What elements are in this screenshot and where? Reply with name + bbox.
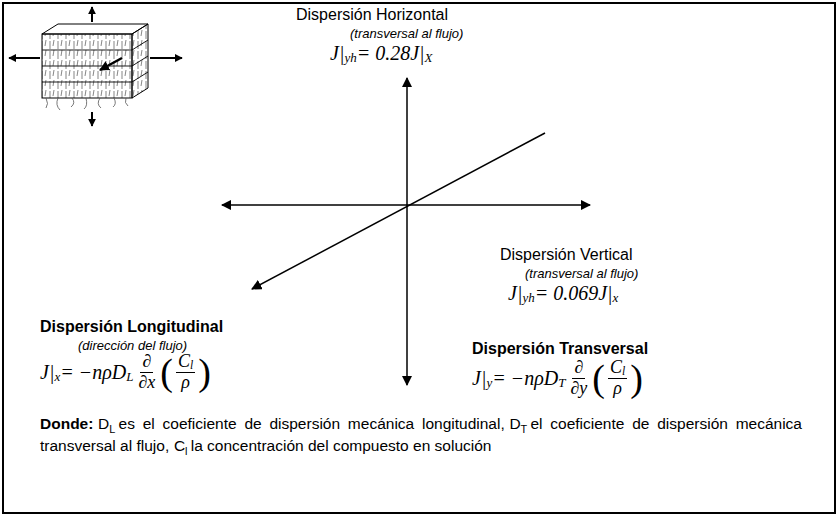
subscript: T xyxy=(558,375,565,391)
equation-term: C xyxy=(178,352,190,372)
subscript: l xyxy=(190,360,193,373)
axis-title-group: Dispersión Longitudinal xyxy=(40,318,223,336)
subscript: X xyxy=(425,50,433,66)
equation-term: = 0.069J| xyxy=(535,282,613,305)
subscript: x xyxy=(54,369,60,385)
subscript: T xyxy=(521,423,528,435)
fraction-numerator: Cl xyxy=(608,358,627,379)
fraction: Clρ xyxy=(176,352,195,393)
equation-term: ρ xyxy=(181,373,190,393)
equation-group: J|yh= 0.28J|X xyxy=(330,42,432,65)
subscript: l xyxy=(185,445,187,457)
axis-title-group: Dispersión Horizontal xyxy=(296,6,448,24)
axis-title: Dispersión Longitudinal xyxy=(40,318,223,335)
axis-subtitle-group: (transversal al flujo) xyxy=(525,266,638,281)
axis-title-group: Dispersión Transversal xyxy=(472,340,648,358)
equation-term: = 0.28J| xyxy=(357,42,425,65)
subscript: x xyxy=(613,290,619,306)
parenthesis: ) xyxy=(198,353,211,391)
note-text: D xyxy=(98,415,109,432)
fraction-denominator: ∂x xyxy=(136,373,157,393)
note-lead: Donde: xyxy=(40,415,93,432)
axis-title: Dispersión Vertical xyxy=(500,246,633,263)
equation-term: J| xyxy=(472,367,486,390)
note-text: la concentración del compuesto en soluci… xyxy=(191,437,492,454)
fraction-numerator: Cl xyxy=(176,352,195,373)
axis-title-group: Dispersión Vertical xyxy=(500,246,633,264)
fraction: ∂∂x xyxy=(136,352,157,393)
fraction-numerator: ∂ xyxy=(140,352,153,373)
equation-term: ∂y xyxy=(570,379,587,399)
note-text: C xyxy=(174,437,185,454)
fraction: ∂∂y xyxy=(568,358,589,399)
subscript: yh xyxy=(344,50,356,66)
equation-row: J|y= −nρDT∂∂y(Clρ) xyxy=(472,358,643,399)
equation-term: C xyxy=(610,358,622,378)
parenthesis: ( xyxy=(160,353,173,391)
equation-term: J| xyxy=(330,42,344,65)
fraction-denominator: ∂y xyxy=(568,379,589,399)
equation-term: ∂ xyxy=(574,358,583,378)
equation-term: ρ xyxy=(613,379,622,399)
note-text: es el coeficiente de dispersión mecánica… xyxy=(119,415,505,432)
equation-group: J|x= −nρDL∂∂x(Clρ) xyxy=(40,352,211,393)
equation-row: J|yh= 0.28J|X xyxy=(330,42,432,65)
axis-subtitle: (transversal al flujo) xyxy=(525,266,638,281)
subscript: L xyxy=(109,423,115,435)
equation-row: J|x= −nρDL∂∂x(Clρ) xyxy=(40,352,211,393)
fraction-numerator: ∂ xyxy=(572,358,585,379)
equation-term: = −nρD xyxy=(60,361,126,384)
equation-term: ∂ xyxy=(142,352,151,372)
note-paragraph: Donde:DLes el coeficiente de dispersión … xyxy=(40,414,802,458)
equation-group: J|y= −nρDT∂∂y(Clρ) xyxy=(472,358,643,399)
fraction-denominator: ρ xyxy=(179,373,192,393)
soil-block-illustration xyxy=(9,7,182,126)
axes xyxy=(222,78,590,385)
frame-border xyxy=(3,3,835,513)
parenthesis: ( xyxy=(592,359,605,397)
fraction: Clρ xyxy=(608,358,627,399)
note-text: D xyxy=(509,415,520,432)
axis-subtitle-group: (dirección del flujo) xyxy=(78,338,187,353)
axis-title: Dispersión Transversal xyxy=(472,340,648,357)
equation-term: ∂x xyxy=(138,373,155,393)
equation-row: J|yh= 0.069J|x xyxy=(508,282,618,305)
axis-title: Dispersión Horizontal xyxy=(296,6,448,23)
axis-subtitle: (transversal al flujo) xyxy=(350,26,463,41)
equation-term: J| xyxy=(40,361,54,384)
axis-subtitle: (dirección del flujo) xyxy=(78,338,187,353)
equation-term: = −nρD xyxy=(492,367,558,390)
equation-term: J| xyxy=(508,282,522,305)
equation-group: J|yh= 0.069J|x xyxy=(508,282,618,305)
axis-subtitle-group: (transversal al flujo) xyxy=(350,26,463,41)
fraction-denominator: ρ xyxy=(611,379,624,399)
parenthesis: ) xyxy=(630,359,643,397)
subscript: L xyxy=(126,369,133,385)
subscript: y xyxy=(486,375,492,391)
subscript: l xyxy=(622,366,625,379)
subscript: yh xyxy=(522,290,534,306)
